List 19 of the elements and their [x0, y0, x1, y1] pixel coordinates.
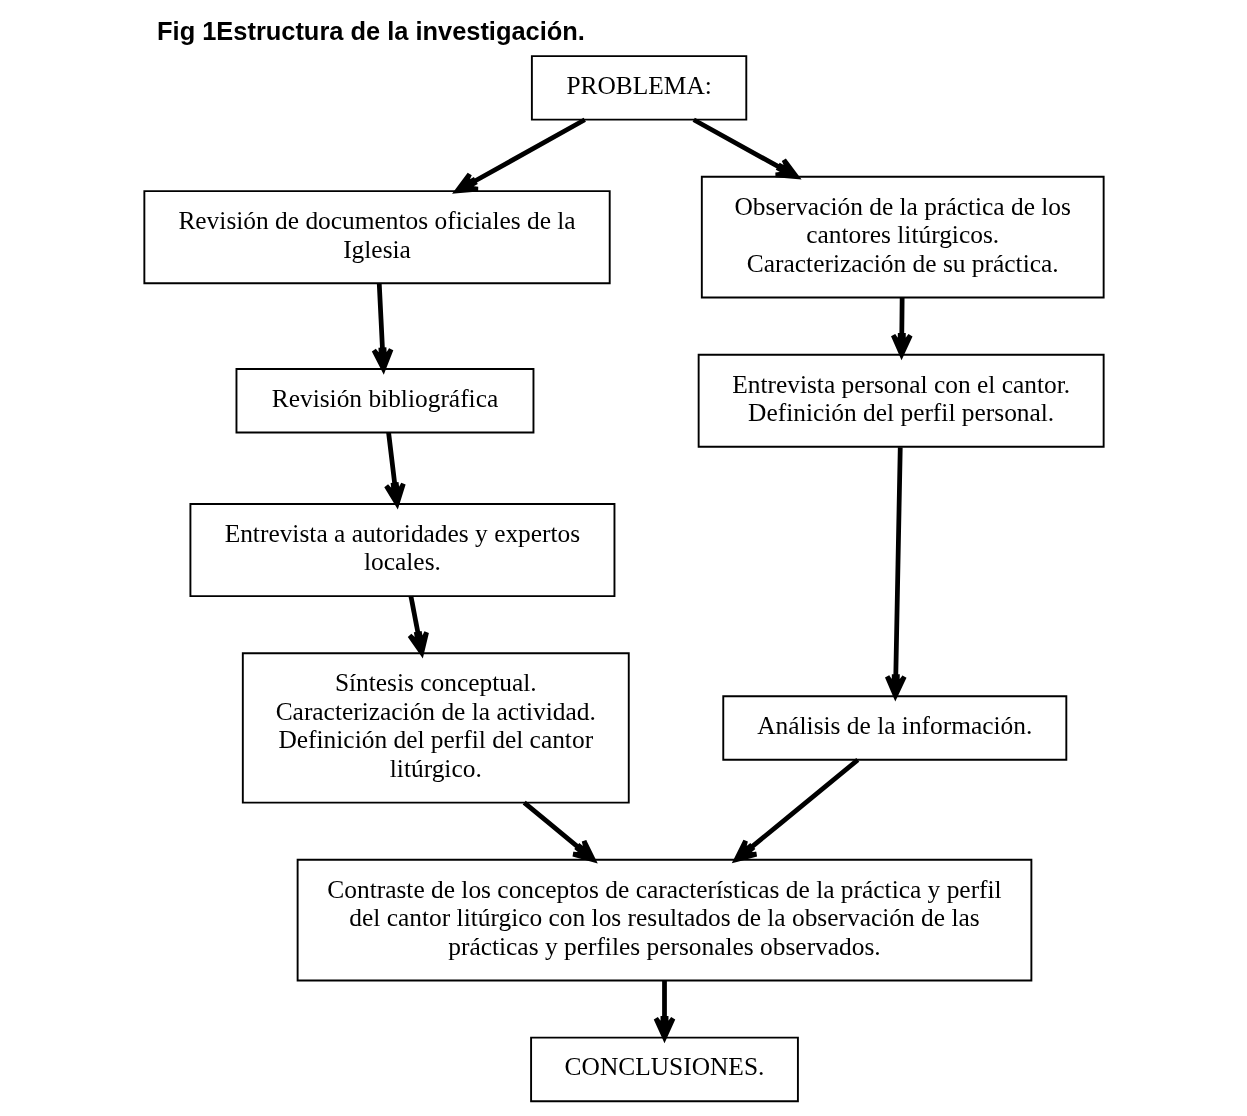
node-box: PROBLEMA: [530, 55, 747, 121]
node-box: Observación de la práctica de los cantores litúrgicos. Caracterización de su práctica. [700, 175, 1105, 299]
arrow [733, 758, 859, 862]
diagram-title: Fig 1Estructura de la investigación. [156, 16, 585, 45]
arrow [371, 283, 393, 372]
arrow [522, 800, 596, 863]
arrow [406, 595, 429, 656]
arrow [383, 432, 406, 507]
node-box: Entrevista a autoridades y expertos locales. [188, 503, 615, 598]
arrow [454, 117, 586, 194]
node-box: CONCLUSIONES. [529, 1036, 799, 1103]
node-box: Entrevista personal con el cantor. Definición del perfil personal. [697, 353, 1105, 448]
arrow [692, 117, 799, 180]
node-box: Revisión de documentos oficiales de la Iglesia [142, 190, 611, 285]
node-box: Análisis de la información. [721, 695, 1067, 761]
node-box: Síntesis conceptual. Caracterización de la actividad. Definición del perfil del cantor litúrgico. [241, 652, 630, 804]
arrow [884, 447, 907, 699]
node-box: Contraste de los conceptos de características de la práctica y perfil del cantor litúrgico con los resultados de la observación de las prácticas y perfiles personales observados. [296, 858, 1032, 982]
node-box: Revisión bibliográfica [235, 368, 534, 434]
